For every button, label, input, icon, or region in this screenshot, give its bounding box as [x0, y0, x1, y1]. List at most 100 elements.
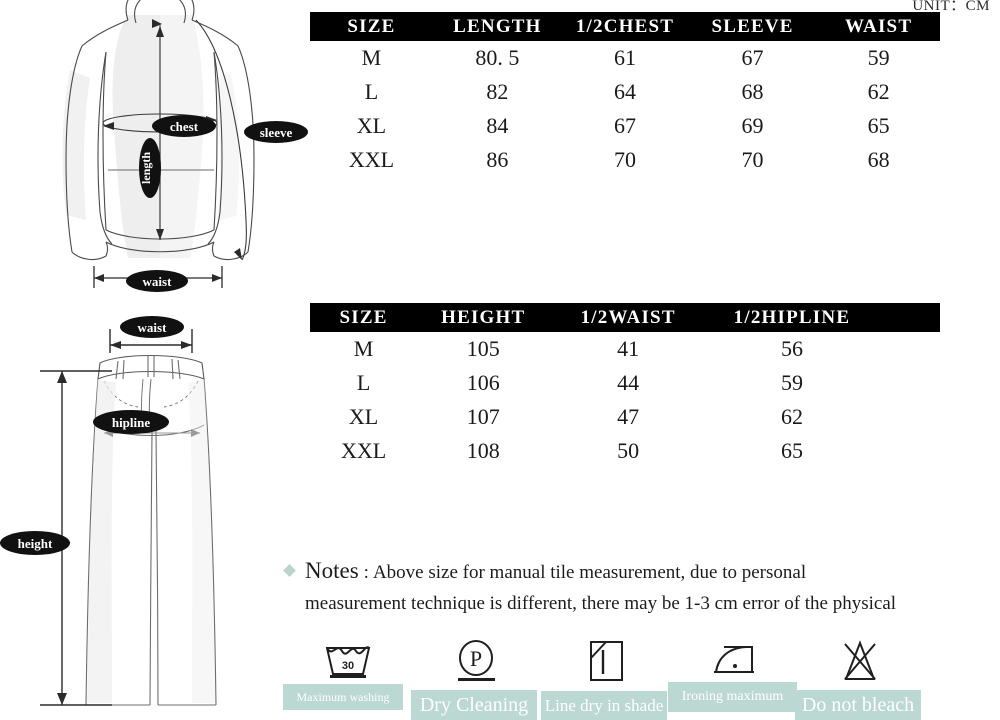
- notes-line-1: Notes : Above size for manual tile measu…: [283, 558, 950, 584]
- label-sleeve: sleeve: [244, 121, 308, 143]
- cell-height: 105: [417, 332, 550, 366]
- cell-sleeve: 68: [687, 75, 818, 109]
- cell-size: M: [310, 332, 418, 366]
- cell-sleeve: 70: [687, 143, 818, 177]
- table-header-row: SIZE HEIGHT 1/2WAIST 1/2HIPLINE: [310, 303, 940, 332]
- cell-waist: 68: [817, 143, 940, 177]
- cell-length: 80. 5: [432, 41, 562, 75]
- jacket-illustration: chest sleeve length waist: [10, 0, 310, 300]
- care-label-do-not-bleach: Do not bleach: [795, 690, 921, 720]
- cell-spacer: [876, 366, 940, 400]
- cell-sleeve: 69: [687, 109, 818, 143]
- cell-chest: 67: [561, 109, 688, 143]
- cell-hipline: 65: [706, 434, 877, 468]
- notes-text-line-2: measurement technique is different, ther…: [305, 593, 897, 614]
- pants-size-table: SIZE HEIGHT 1/2WAIST 1/2HIPLINE M 105 41…: [310, 303, 940, 468]
- cell-chest: 61: [561, 41, 688, 75]
- care-label-dry-cleaning: Dry Cleaning: [411, 690, 537, 720]
- svg-text:chest: chest: [170, 119, 199, 134]
- svg-text:30: 30: [342, 660, 354, 672]
- column-header-waist: 1/2WAIST: [549, 303, 707, 332]
- care-label-maximum-washing: Maximum washing: [283, 684, 403, 710]
- cell-sleeve: 67: [687, 41, 818, 75]
- column-header-spacer: [876, 303, 940, 332]
- column-header-sleeve: SLEEVE: [687, 12, 818, 41]
- cell-chest: 70: [561, 143, 688, 177]
- notes-heading: Notes: [305, 558, 359, 583]
- column-header-waist: WAIST: [817, 12, 940, 41]
- svg-text:sleeve: sleeve: [260, 125, 293, 140]
- column-header-height: HEIGHT: [417, 303, 550, 332]
- cell-size: M: [310, 41, 433, 75]
- table-row: L 82 64 68 62: [310, 75, 940, 109]
- label-waist-jacket: waist: [126, 270, 188, 292]
- cell-waist: 50: [549, 434, 707, 468]
- line-dry-in-shade-icon: [575, 638, 637, 684]
- cell-waist: 59: [817, 41, 940, 75]
- cell-size: XXL: [310, 434, 418, 468]
- column-header-hipline: 1/2HIPLINE: [706, 303, 877, 332]
- jacket-size-table: SIZE LENGTH 1/2CHEST SLEEVE WAIST M 80. …: [310, 12, 940, 177]
- cell-waist: 62: [817, 75, 940, 109]
- care-item-line-dry-in-shade: Line dry in shade: [541, 638, 671, 720]
- cell-length: 86: [432, 143, 562, 177]
- pants-illustration: waist hipline height: [0, 305, 300, 720]
- notes-text-line-1: Above size for manual tile measurement, …: [372, 562, 807, 583]
- column-header-chest: 1/2CHEST: [561, 12, 688, 41]
- label-chest: chest: [152, 115, 216, 137]
- notes-line-2: measurement technique is different, ther…: [305, 593, 950, 615]
- cell-size: XL: [310, 400, 418, 434]
- table-header-row: SIZE LENGTH 1/2CHEST SLEEVE WAIST: [310, 12, 940, 41]
- label-waist-pants: waist: [120, 316, 184, 338]
- svg-text:P: P: [470, 646, 482, 671]
- cell-chest: 64: [561, 75, 688, 109]
- care-item-do-not-bleach: Do not bleach: [795, 638, 925, 720]
- cell-hipline: 56: [706, 332, 877, 366]
- dry-clean-p-icon: P: [445, 638, 507, 684]
- care-item-dry-cleaning: P Dry Cleaning: [411, 638, 541, 720]
- do-not-bleach-icon: [829, 638, 891, 684]
- cell-spacer: [876, 332, 940, 366]
- cell-size: L: [310, 75, 433, 109]
- table-row: M 105 41 56: [310, 332, 940, 366]
- cell-spacer: [876, 434, 940, 468]
- cell-size: XL: [310, 109, 433, 143]
- table-row: XL 84 67 69 65: [310, 109, 940, 143]
- label-hipline: hipline: [93, 410, 169, 434]
- cell-waist: 41: [549, 332, 707, 366]
- column-header-length: LENGTH: [432, 12, 562, 41]
- wash-tub-30-icon: 30: [317, 638, 379, 684]
- care-label-line-dry-in-shade: Line dry in shade: [541, 691, 667, 720]
- iron-one-dot-icon: [702, 638, 764, 684]
- svg-text:hipline: hipline: [112, 415, 151, 430]
- svg-text:length: length: [139, 152, 153, 184]
- svg-text:waist: waist: [143, 274, 173, 289]
- column-header-size: SIZE: [310, 303, 418, 332]
- cell-spacer: [876, 400, 940, 434]
- diamond-bullet-icon: [283, 564, 296, 577]
- unit-label: UNIT：CM: [912, 0, 990, 14]
- cell-height: 106: [417, 366, 550, 400]
- cell-height: 107: [417, 400, 550, 434]
- cell-size: XXL: [310, 143, 433, 177]
- label-length: length: [139, 138, 161, 198]
- notes-block: Notes : Above size for manual tile measu…: [283, 558, 950, 624]
- cell-waist: 47: [549, 400, 707, 434]
- table-row: M 80. 5 61 67 59: [310, 41, 940, 75]
- label-height: height: [0, 531, 70, 555]
- cell-waist: 44: [549, 366, 707, 400]
- svg-text:height: height: [18, 536, 53, 551]
- cell-hipline: 62: [706, 400, 877, 434]
- cell-length: 84: [432, 109, 562, 143]
- cell-height: 108: [417, 434, 550, 468]
- cell-length: 82: [432, 75, 562, 109]
- table-row: L 106 44 59: [310, 366, 940, 400]
- care-item-ironing-maximum: Ironing maximum: [668, 638, 798, 720]
- care-symbols-row: 30 Maximum washing P Dry Cleaning: [283, 638, 953, 720]
- table-row: XL 107 47 62: [310, 400, 940, 434]
- table-row: XXL 108 50 65: [310, 434, 940, 468]
- svg-text:waist: waist: [138, 320, 168, 335]
- cell-waist: 65: [817, 109, 940, 143]
- notes-colon: :: [363, 562, 369, 583]
